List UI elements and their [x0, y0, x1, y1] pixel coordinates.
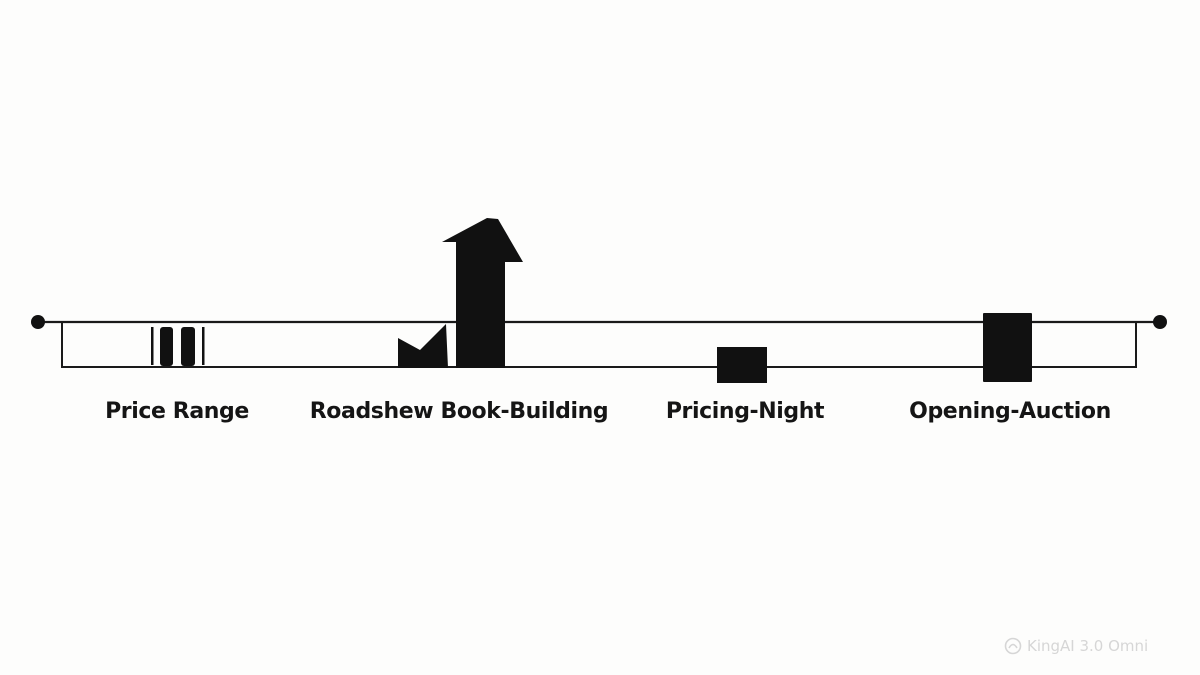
stage-label-opening-auction: Opening-Auction: [909, 399, 1111, 424]
checkmark-icon: [398, 324, 448, 368]
watermark: KingAI 3.0 Omni: [1004, 634, 1148, 658]
stage-label-roadshow-book-building: Roadshew Book-Building: [309, 399, 609, 424]
up-arrow-icon: [442, 218, 523, 368]
watermark-text: KingAI 3.0 Omni: [1027, 637, 1149, 655]
stage-label-price-range: Price Range: [105, 399, 249, 424]
price-range-bars-icon: [151, 327, 205, 366]
timeline-start-dot: [31, 315, 45, 329]
stage-label-pricing-night: Pricing-Night: [665, 399, 825, 424]
book-building-arrow-icon: [398, 218, 523, 368]
opening-auction-block-icon: [983, 313, 1032, 382]
kingai-logo-icon: [1004, 637, 1022, 655]
timeline-track-bracket: [61, 322, 1137, 368]
timeline-end-dot: [1153, 315, 1167, 329]
pricing-night-block-icon: [717, 347, 767, 383]
